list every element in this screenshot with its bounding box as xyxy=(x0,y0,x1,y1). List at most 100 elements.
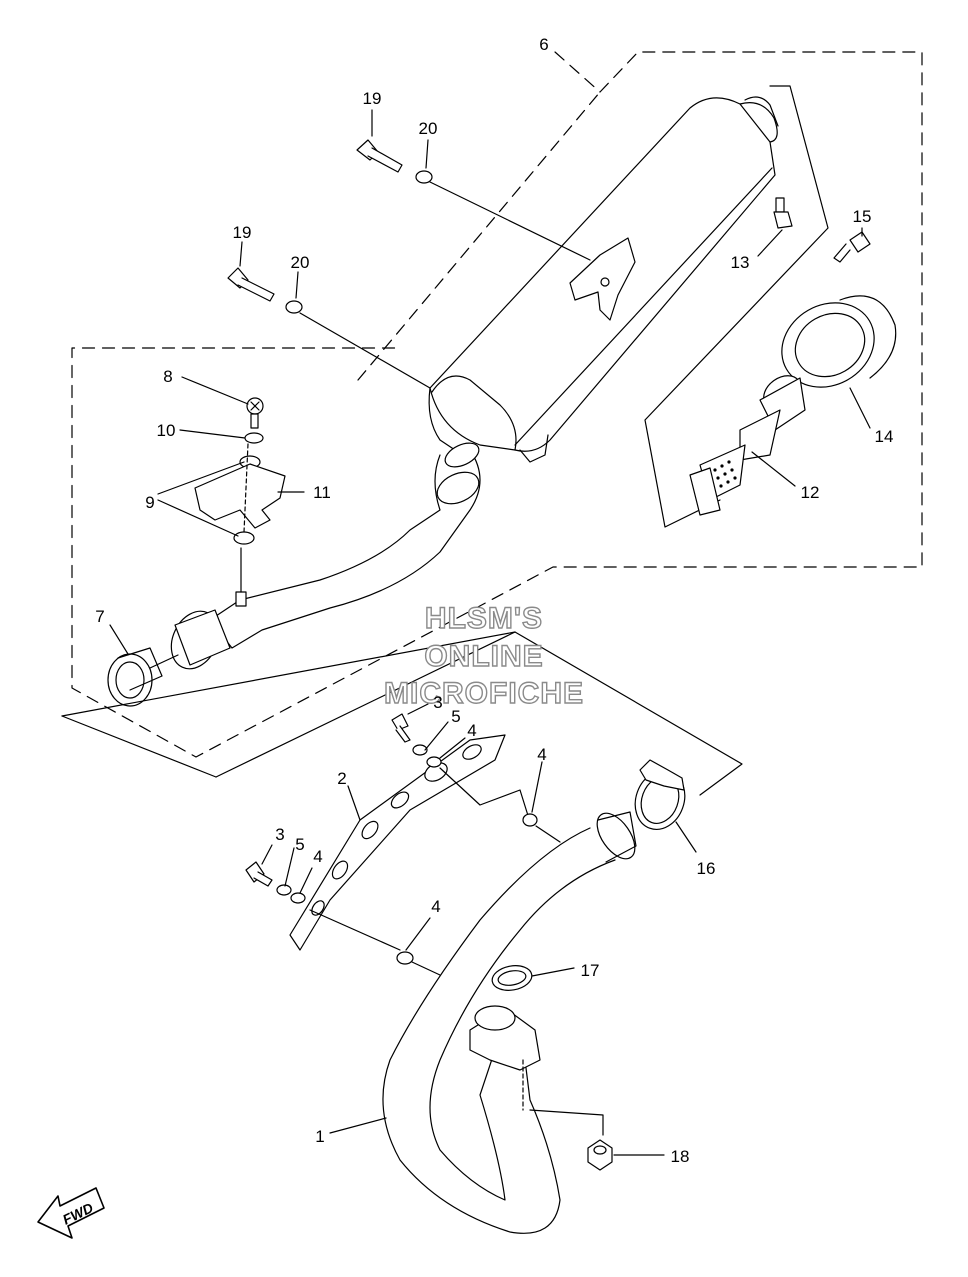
gasket-17-inner xyxy=(497,970,527,986)
bolt-8 xyxy=(246,397,264,429)
callout-7: 7 xyxy=(95,607,104,626)
grommet-4-right xyxy=(522,813,538,827)
leader-16 xyxy=(675,821,697,853)
callout-12: 12 xyxy=(801,483,820,502)
watermark-line-2: ONLINE xyxy=(424,640,543,673)
callout-1: 1 xyxy=(315,1127,324,1146)
grommet-right-leader xyxy=(535,825,561,843)
leader-4-right xyxy=(531,761,543,813)
leader-6 xyxy=(554,51,601,93)
gasket-leader xyxy=(149,654,179,669)
callout-labels: 1 2 3 3 4 4 4 4 5 5 6 7 8 9 10 11 12 13 … xyxy=(95,35,893,1166)
leader-20-lower xyxy=(295,271,299,299)
washer-5-upper xyxy=(412,744,428,756)
leader-4-lower xyxy=(299,867,313,894)
collar-9-bottom xyxy=(233,531,255,545)
callout-19-upper: 19 xyxy=(363,89,382,108)
leader-4-bottom xyxy=(405,917,431,951)
exhaust-pipe-1 xyxy=(382,811,637,1234)
leader-10 xyxy=(179,429,246,439)
callout-3-lower: 3 xyxy=(275,825,284,844)
callout-14: 14 xyxy=(875,427,894,446)
callout-6: 6 xyxy=(539,35,548,54)
leader-13 xyxy=(757,229,783,257)
pipe-stud xyxy=(235,591,247,607)
leader-1 xyxy=(329,1117,387,1134)
leader-17 xyxy=(531,967,575,977)
callout-9: 9 xyxy=(145,493,154,512)
callout-5-upper: 5 xyxy=(451,707,460,726)
leader-4-upper xyxy=(439,737,466,759)
screw-15 xyxy=(833,231,871,263)
leader-5-lower xyxy=(284,847,295,887)
callout-11: 11 xyxy=(313,483,331,502)
callout-4-bottom: 4 xyxy=(431,897,440,916)
callout-19-lower: 19 xyxy=(233,223,252,242)
upper-bolt-leader xyxy=(429,181,591,261)
spark-arrester-12 xyxy=(689,375,806,516)
bracket-hole xyxy=(600,277,610,287)
bracket-axis xyxy=(243,443,249,533)
callout-8: 8 xyxy=(163,367,172,386)
callout-20-lower: 20 xyxy=(291,253,310,272)
screw-3-upper xyxy=(391,713,411,743)
leader-19-lower xyxy=(239,241,243,267)
leader-9-bottom xyxy=(157,499,239,537)
leader-20-upper xyxy=(425,139,429,169)
callout-2: 2 xyxy=(337,769,346,788)
callout-20-upper: 20 xyxy=(419,119,438,138)
washer-10 xyxy=(244,432,264,444)
callout-16: 16 xyxy=(697,859,716,878)
grommet-bottom-leader xyxy=(411,961,441,976)
watermark: HLSM'S ONLINE MICROFICHE xyxy=(383,601,584,710)
mid-pipe xyxy=(209,442,481,649)
callout-15: 15 xyxy=(853,207,872,226)
end-cap-14 xyxy=(781,295,897,388)
leader-7 xyxy=(109,624,129,655)
lower-screw-leader xyxy=(309,909,401,951)
grommet-4-lower xyxy=(290,892,306,904)
callout-5-lower: 5 xyxy=(295,835,304,854)
callout-13: 13 xyxy=(731,253,750,272)
callout-17: 17 xyxy=(581,961,600,980)
watermark-line-1: HLSM'S xyxy=(425,602,543,635)
bolt-19-upper xyxy=(356,139,403,173)
pipe-joint-sleeve xyxy=(174,609,231,666)
clamp-16 xyxy=(634,759,686,830)
leader-12 xyxy=(751,451,796,487)
washer-20-upper xyxy=(415,170,433,184)
lower-group-edge-diag xyxy=(215,631,516,778)
header-flange-port xyxy=(474,1005,516,1031)
nut-18 xyxy=(587,1139,613,1171)
washer-5-lower xyxy=(276,884,292,896)
leader-2 xyxy=(347,785,361,821)
leader-5-upper xyxy=(424,721,449,751)
tailpipe-group-outline xyxy=(644,85,829,528)
heat-protector-2 xyxy=(289,734,506,951)
bracket-11 xyxy=(194,463,286,529)
muffler-assembly-dashed-outline xyxy=(71,51,923,758)
grommet-4-bottom xyxy=(396,951,414,965)
fwd-arrow-icon: FWD xyxy=(37,1187,105,1239)
lower-group-edge-left xyxy=(61,715,217,778)
muffler-dash-edge xyxy=(357,91,601,381)
watermark-line-3: MICROFICHE xyxy=(384,677,584,710)
callout-4-right: 4 xyxy=(537,745,546,764)
screw-13 xyxy=(773,197,793,229)
leader-3-upper xyxy=(407,703,429,715)
grommet-4-upper xyxy=(426,756,442,768)
callout-4-lower: 4 xyxy=(313,847,322,866)
lower-bolt-leader xyxy=(299,312,431,389)
heat-protector-group-outline xyxy=(61,631,743,796)
leader-14 xyxy=(849,387,871,429)
leader-8 xyxy=(181,376,249,405)
callout-18: 18 xyxy=(671,1147,690,1166)
bolt-19-lower xyxy=(227,267,275,302)
screw-3-lower xyxy=(245,861,273,887)
nut-18-bracket xyxy=(529,1109,604,1136)
callout-3-upper: 3 xyxy=(433,693,442,712)
leader-9-top xyxy=(157,461,245,495)
callout-4-upper: 4 xyxy=(467,721,476,740)
washer-20-lower xyxy=(285,300,303,314)
